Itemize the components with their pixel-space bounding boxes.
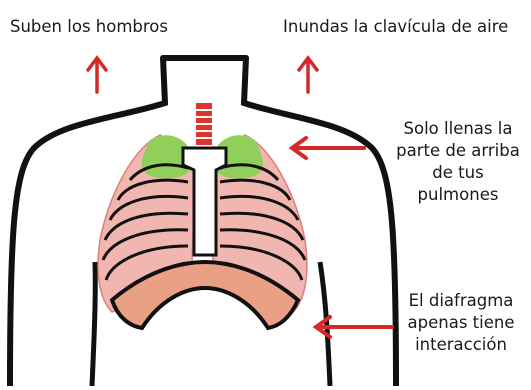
arrow-left-icon [312, 315, 394, 339]
label-clavicle: Inundas la clavícula de aire [283, 17, 509, 36]
label-shoulders: Suben los hombros [10, 17, 168, 36]
sternum [181, 146, 228, 257]
label-diaphragm: El diafragma apenas tiene interacción [407, 291, 515, 354]
arrow-left-icon [288, 136, 366, 160]
diaphragm [109, 259, 301, 331]
left-arm-line [89, 261, 98, 387]
arrow-up-icon [86, 55, 108, 94]
right-ribs [219, 163, 307, 281]
arrow-up-icon [297, 55, 319, 94]
left-ribs [101, 163, 189, 281]
label-upper-lungs: Solo llenas la parte de arriba de tus pu… [396, 119, 520, 204]
trachea [196, 103, 212, 145]
body-outline [7, 55, 399, 389]
